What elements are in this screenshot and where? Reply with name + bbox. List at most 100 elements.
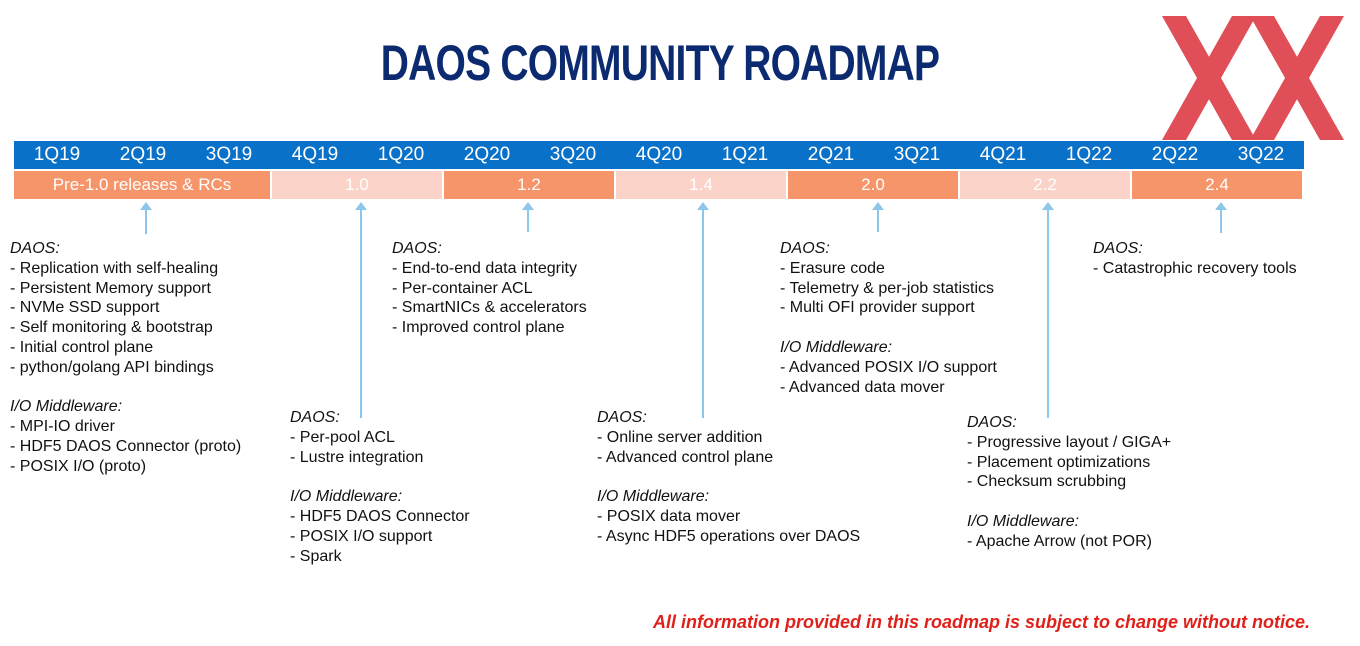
feature-item: - Progressive layout / GIGA+ (967, 433, 1172, 451)
section-heading: I/O Middleware: (290, 488, 403, 506)
feature-item: - Initial control plane (10, 338, 154, 356)
quarter-label: 2Q22 (1151, 144, 1199, 165)
release-arrow-icon (140, 202, 152, 234)
release-arrow-icon (522, 202, 534, 232)
feature-item: - Self monitoring & bootstrap (10, 319, 213, 337)
red-x-logo-icon (1162, 16, 1344, 140)
arrow-shaft (527, 208, 529, 232)
release-segment: 2.4 (1132, 171, 1302, 199)
section-heading: DAOS: (392, 240, 442, 257)
feature-item: - Advanced data mover (780, 378, 945, 396)
quarter-label: 3Q22 (1237, 144, 1285, 165)
feature-item: - Improved control plane (392, 319, 565, 337)
feature-item: - Online server addition (597, 428, 763, 446)
arrow-head-icon (1042, 202, 1054, 210)
arrow-shaft (1220, 208, 1222, 233)
feature-item: - NVMe SSD support (10, 299, 160, 317)
section-heading: DAOS: (1093, 240, 1143, 257)
quarter-label: 3Q21 (893, 144, 941, 165)
release-arrow-icon (355, 202, 367, 418)
quarter-label: 4Q20 (635, 144, 683, 165)
spacer (597, 467, 860, 487)
quarter-label: 3Q19 (205, 144, 253, 165)
feature-block: DAOS: - Erasure code - Telemetry & per-job… (780, 239, 997, 397)
disclaimer-text: All information provided in this roadmap… (652, 612, 1310, 632)
feature-item: - MPI-IO driver (10, 418, 115, 436)
arrow-head-icon (522, 202, 534, 210)
section-heading: DAOS: (780, 240, 830, 257)
arrow-shaft (145, 208, 147, 234)
arrow-shaft (360, 208, 362, 418)
feature-item: - End-to-end data integrity (392, 259, 577, 277)
feature-item: - Checksum scrubbing (967, 473, 1127, 491)
feature-block: DAOS:- Catastrophic recovery tools (1093, 239, 1297, 279)
release-segment: 2.0 (788, 171, 958, 199)
arrow-shaft (877, 208, 879, 232)
feature-item: - Replication with self-healing (10, 259, 219, 277)
section-heading: I/O Middleware: (780, 338, 893, 356)
section-heading: DAOS: (597, 409, 647, 426)
release-arrow-icon (1215, 202, 1227, 233)
arrow-head-icon (872, 202, 884, 210)
release-arrow-icon (1042, 202, 1054, 418)
feature-item: - POSIX I/O support (290, 527, 433, 545)
arrow-head-icon (355, 202, 367, 210)
feature-item: - Lustre integration (290, 448, 424, 466)
feature-block: DAOS: - Progressive layout / GIGA+ - Place… (967, 413, 1171, 552)
feature-item: - Apache Arrow (not POR) (967, 532, 1152, 550)
release-segment: 1.4 (616, 171, 786, 199)
feature-item: - Telemetry & per-job statistics (780, 279, 994, 297)
feature-item: - Placement optimizations (967, 453, 1151, 471)
feature-item: - Persistent Memory support (10, 279, 211, 297)
arrow-head-icon (140, 202, 152, 210)
feature-item: - Multi OFI provider support (780, 299, 975, 317)
page-title: DAOS COMMUNITY ROADMAP (380, 35, 940, 91)
section-heading: DAOS: (290, 409, 340, 426)
quarter-bar: 1Q19 2Q19 3Q19 4Q19 1Q20 2Q20 3Q20 4Q20 1Q21 2Q21… (14, 141, 1304, 169)
feature-item: - SmartNICs & accelerators (392, 299, 587, 317)
release-arrow-icon (872, 202, 884, 232)
feature-item: - HDF5 DAOS Connector (290, 507, 470, 525)
quarter-label: 3Q20 (549, 144, 597, 165)
quarter-label: 1Q22 (1065, 144, 1113, 165)
quarter-label: 1Q19 (33, 144, 81, 165)
feature-item: - Advanced POSIX I/O support (780, 358, 997, 376)
quarter-label: 4Q19 (291, 144, 339, 165)
feature-item: - POSIX data mover (597, 507, 741, 525)
section-heading: I/O Middleware: (967, 512, 1080, 530)
release-segment: 2.2 (960, 171, 1130, 199)
feature-block: DAOS: - End-to-end data integrity - Per-co… (392, 239, 587, 338)
quarter-label: 2Q20 (463, 144, 511, 165)
feature-item: - Spark (290, 547, 342, 565)
release-arrow-icon (697, 202, 709, 418)
feature-item: - Per-pool ACL (290, 428, 395, 446)
quarter-label: 2Q21 (807, 144, 855, 165)
section-heading: I/O Middleware: (597, 488, 710, 506)
feature-block: DAOS: - Online server addition - Advanced … (597, 408, 860, 547)
feature-item: - HDF5 DAOS Connector (proto) (10, 437, 242, 455)
feature-item: - POSIX I/O (proto) (10, 457, 147, 475)
quarter-label: 1Q20 (377, 144, 425, 165)
release-segment: Pre-1.0 releases & RCs (14, 171, 270, 199)
feature-item: - Per-container ACL (392, 279, 533, 297)
feature-item: - Async HDF5 operations over DAOS (597, 527, 861, 545)
release-segment: 1.0 (272, 171, 442, 199)
quarter-label: 1Q21 (721, 144, 769, 165)
spacer (967, 492, 1171, 512)
release-segment: 1.2 (444, 171, 614, 199)
arrow-head-icon (697, 202, 709, 210)
section-heading: DAOS: (967, 414, 1017, 431)
feature-block: DAOS: - Replication with self-healing - Pe… (10, 239, 241, 477)
spacer (780, 318, 997, 338)
section-heading: DAOS: (10, 240, 60, 257)
arrow-shaft (1047, 208, 1049, 418)
arrow-head-icon (1215, 202, 1227, 210)
quarter-label: 2Q19 (119, 144, 167, 165)
spacer (10, 378, 241, 398)
feature-item: - python/golang API bindings (10, 358, 214, 376)
spacer (290, 467, 470, 487)
feature-item: - Erasure code (780, 259, 885, 277)
section-heading: I/O Middleware: (10, 398, 123, 416)
feature-item: - Advanced control plane (597, 448, 774, 466)
